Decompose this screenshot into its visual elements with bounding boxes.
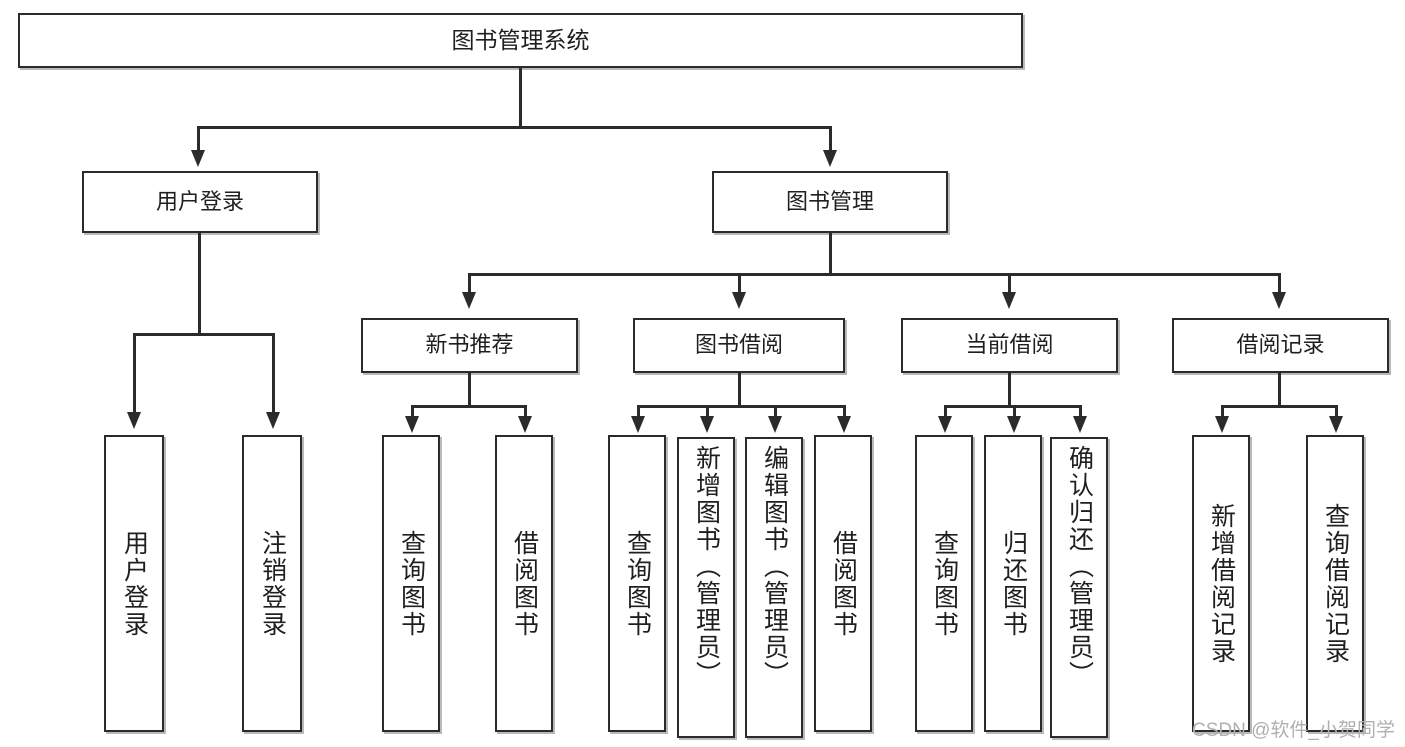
node-label: 借阅图书 — [829, 529, 858, 638]
arrow-to-user-login — [191, 150, 205, 167]
edge-book-manage-stem — [829, 233, 832, 275]
edge-current-drop-3 — [1079, 405, 1082, 419]
leaf-add-record[interactable]: 新增借阅记录 — [1192, 435, 1250, 732]
node-book-borrow[interactable]: 图书借阅 — [633, 318, 845, 373]
arrow-to-leaf-return-book — [1007, 416, 1021, 433]
node-label: 新增借阅记录 — [1207, 502, 1236, 665]
edge-book-manage-bar — [468, 273, 1280, 276]
arrow-to-leaf-query-book-1 — [405, 416, 419, 433]
edge-record-stem — [1278, 373, 1281, 407]
leaf-borrow-book-2[interactable]: 借阅图书 — [814, 435, 872, 732]
arrow-to-leaf-logout — [266, 412, 280, 429]
arrow-to-new-book-recommend — [462, 292, 476, 309]
edge-book-manage-to-record — [1278, 273, 1281, 295]
leaf-confirm-return[interactable]: 确认归还（管理员） — [1050, 437, 1108, 738]
edge-borrow-drop-3 — [774, 405, 777, 419]
node-label: 归还图书 — [999, 529, 1028, 638]
leaf-edit-book[interactable]: 编辑图书（管理员） — [745, 437, 803, 738]
edge-root-bar — [197, 126, 831, 129]
leaf-query-record[interactable]: 查询借阅记录 — [1306, 435, 1364, 732]
node-label: 查询图书 — [397, 529, 426, 638]
edge-root-stem — [519, 68, 522, 128]
node-label: 用户登录 — [120, 529, 149, 638]
node-user-login[interactable]: 用户登录 — [82, 171, 318, 233]
edge-borrow-drop-4 — [843, 405, 846, 419]
edge-recommend-bar — [411, 405, 527, 408]
edge-borrow-bar — [637, 405, 845, 408]
node-current-borrow[interactable]: 当前借阅 — [901, 318, 1118, 373]
node-label: 编辑图书（管理员） — [760, 445, 789, 688]
node-label: 当前借阅 — [965, 332, 1054, 358]
edge-user-login-bar — [133, 333, 275, 336]
edge-record-drop-2 — [1335, 405, 1338, 419]
arrow-to-leaf-add-record — [1215, 416, 1229, 433]
edge-book-manage-to-current — [1008, 273, 1011, 295]
arrow-to-borrow-record — [1272, 292, 1286, 309]
edge-current-stem — [1008, 373, 1011, 407]
edge-current-drop-2 — [1013, 405, 1016, 419]
arrow-to-leaf-edit-book — [768, 416, 782, 433]
arrow-to-leaf-user-login — [127, 412, 141, 429]
edge-record-bar — [1221, 405, 1338, 408]
node-label: 图书借阅 — [694, 332, 783, 358]
edge-borrow-stem — [738, 373, 741, 407]
arrow-to-book-borrow — [732, 292, 746, 309]
node-label: 新书推荐 — [425, 332, 514, 358]
node-label: 查询借阅记录 — [1321, 502, 1350, 665]
node-label: 新增图书（管理员） — [692, 445, 721, 688]
arrow-to-current-borrow — [1002, 292, 1016, 309]
node-borrow-record[interactable]: 借阅记录 — [1172, 318, 1389, 373]
leaf-logout[interactable]: 注销登录 — [242, 435, 302, 732]
node-label: 图书管理 — [785, 188, 874, 214]
node-label: 查询图书 — [623, 529, 652, 638]
arrow-to-leaf-borrow-book-2 — [837, 416, 851, 433]
edge-recommend-drop-1 — [411, 405, 414, 419]
leaf-query-book-1[interactable]: 查询图书 — [382, 435, 440, 732]
node-label: 用户登录 — [155, 188, 244, 214]
edge-user-login-stem — [198, 233, 201, 335]
node-label: 查询图书 — [930, 529, 959, 638]
node-label: 借阅图书 — [510, 529, 539, 638]
arrow-to-leaf-query-book-2 — [631, 416, 645, 433]
edge-borrow-drop-1 — [637, 405, 640, 419]
edge-record-drop-1 — [1221, 405, 1224, 419]
arrow-to-leaf-borrow-book-1 — [518, 416, 532, 433]
leaf-borrow-book-1[interactable]: 借阅图书 — [495, 435, 553, 732]
edge-recommend-stem — [468, 373, 471, 407]
leaf-query-book-3[interactable]: 查询图书 — [915, 435, 973, 732]
leaf-return-book[interactable]: 归还图书 — [984, 435, 1042, 732]
edge-book-manage-to-borrow — [738, 273, 741, 295]
edge-root-to-user-login — [197, 126, 200, 154]
edge-borrow-drop-2 — [706, 405, 709, 419]
node-label: 确认归还（管理员） — [1065, 445, 1094, 688]
arrow-to-book-manage — [823, 150, 837, 167]
edge-current-drop-1 — [944, 405, 947, 419]
leaf-add-book[interactable]: 新增图书（管理员） — [677, 437, 735, 738]
leaf-query-book-2[interactable]: 查询图书 — [608, 435, 666, 732]
arrow-to-leaf-confirm-return — [1073, 416, 1087, 433]
node-label: 图书管理系统 — [451, 26, 590, 53]
arrow-to-leaf-query-book-3 — [938, 416, 952, 433]
node-book-manage[interactable]: 图书管理 — [712, 171, 948, 233]
arrow-to-leaf-query-record — [1329, 416, 1343, 433]
arrow-to-leaf-add-book — [700, 416, 714, 433]
edge-current-bar — [944, 405, 1081, 408]
edge-user-login-to-leaf-1 — [133, 333, 136, 415]
node-label: 注销登录 — [258, 529, 287, 638]
edge-recommend-drop-2 — [524, 405, 527, 419]
watermark: CSDN @软件_小贺同学 — [1192, 720, 1395, 741]
node-label: 借阅记录 — [1236, 332, 1325, 358]
edge-root-to-book-manage — [829, 126, 832, 154]
edge-book-manage-to-recommend — [468, 273, 471, 295]
edge-user-login-to-leaf-2 — [272, 333, 275, 415]
leaf-user-login[interactable]: 用户登录 — [104, 435, 164, 732]
node-root-system[interactable]: 图书管理系统 — [18, 13, 1023, 68]
node-new-book-recommend[interactable]: 新书推荐 — [361, 318, 578, 373]
